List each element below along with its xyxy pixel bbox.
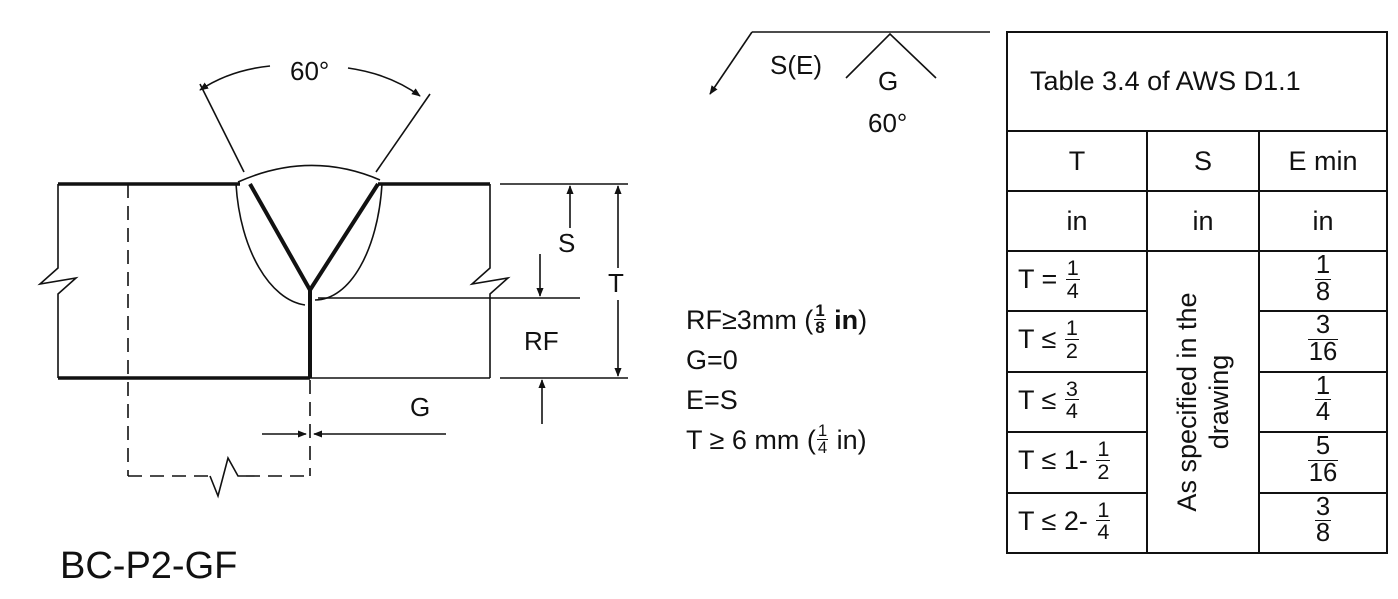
- t-dim-label: T: [608, 268, 624, 298]
- table-unit-s: in: [1146, 190, 1260, 252]
- angle-dimension: [199, 65, 431, 173]
- groove-bevel: [248, 182, 380, 378]
- note-e: E=S: [686, 385, 738, 415]
- table-header-s: S: [1146, 130, 1260, 192]
- groove-angle-label: 60°: [290, 56, 329, 86]
- weld-joint-drawing: 60° S T RF G BC-P2-GF S(E) G 60°: [37, 31, 990, 587]
- table-unit-t: in: [1006, 190, 1148, 252]
- table-caption: Table 3.4 of AWS D1.1: [1005, 31, 1389, 132]
- aws-table: Table 3.4 of AWS D1.1 T S E min in in in…: [1005, 31, 1389, 555]
- weld-bead: [235, 164, 383, 306]
- joint-designation: BC-P2-GF: [60, 545, 237, 587]
- rf-dim-label: RF: [524, 326, 559, 356]
- table-s-note: As specified in the drawing: [1146, 250, 1260, 554]
- gap-dim-label: G: [410, 392, 430, 422]
- table-header-t: T: [1006, 130, 1148, 192]
- plate-outline: [37, 182, 511, 380]
- note-g: G=0: [686, 345, 738, 375]
- backing-break: [209, 455, 246, 499]
- backing-outline: [127, 184, 311, 477]
- table-header-emin: E min: [1257, 130, 1389, 192]
- depth-dimensions: [318, 183, 628, 424]
- welding-symbol: [709, 31, 990, 95]
- weld-symbol-depth-label: S(E): [770, 50, 822, 80]
- weld-symbol-angle-label: 60°: [868, 108, 907, 138]
- weld-symbol-gap-label: G: [878, 66, 898, 96]
- s-dim-label: S: [558, 228, 575, 258]
- table-unit-emin: in: [1257, 190, 1389, 252]
